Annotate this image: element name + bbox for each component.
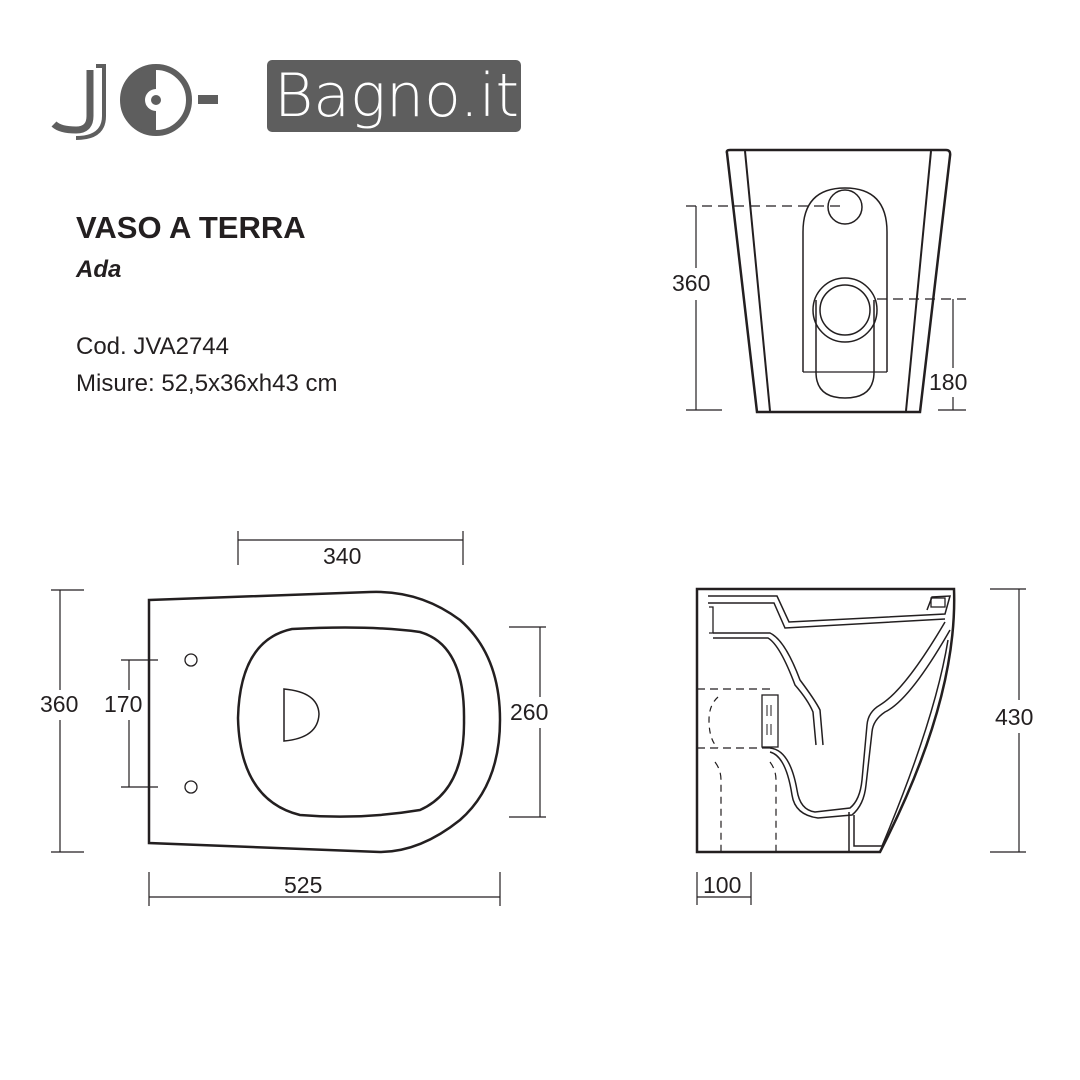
front-dim-height: 360 <box>672 270 710 296</box>
product-code: Cod. JVA2744 <box>76 333 229 360</box>
top-view <box>51 531 546 906</box>
jo-logo-mark-icon <box>51 64 218 140</box>
front-view <box>686 148 966 414</box>
top-dim-total-width: 360 <box>40 691 78 717</box>
side-dim-height: 430 <box>995 704 1033 730</box>
logo-text: Bagno.it <box>274 61 520 131</box>
product-name: Ada <box>76 256 122 283</box>
top-dim-fixing-holes: 170 <box>104 691 142 717</box>
side-view <box>695 587 1026 905</box>
front-dim-outlet: 180 <box>929 369 967 395</box>
top-dim-inner-depth: 260 <box>510 699 548 725</box>
brand-logo: Bagno.it <box>48 58 521 140</box>
logo-badge <box>267 60 521 132</box>
product-sizes: Misure: 52,5x36xh43 cm <box>76 370 338 397</box>
top-dim-total-length: 525 <box>284 872 322 898</box>
product-category: VASO A TERRA <box>76 210 306 245</box>
top-dim-inner-width: 340 <box>323 543 361 569</box>
side-dim-wall-distance: 100 <box>703 872 741 898</box>
